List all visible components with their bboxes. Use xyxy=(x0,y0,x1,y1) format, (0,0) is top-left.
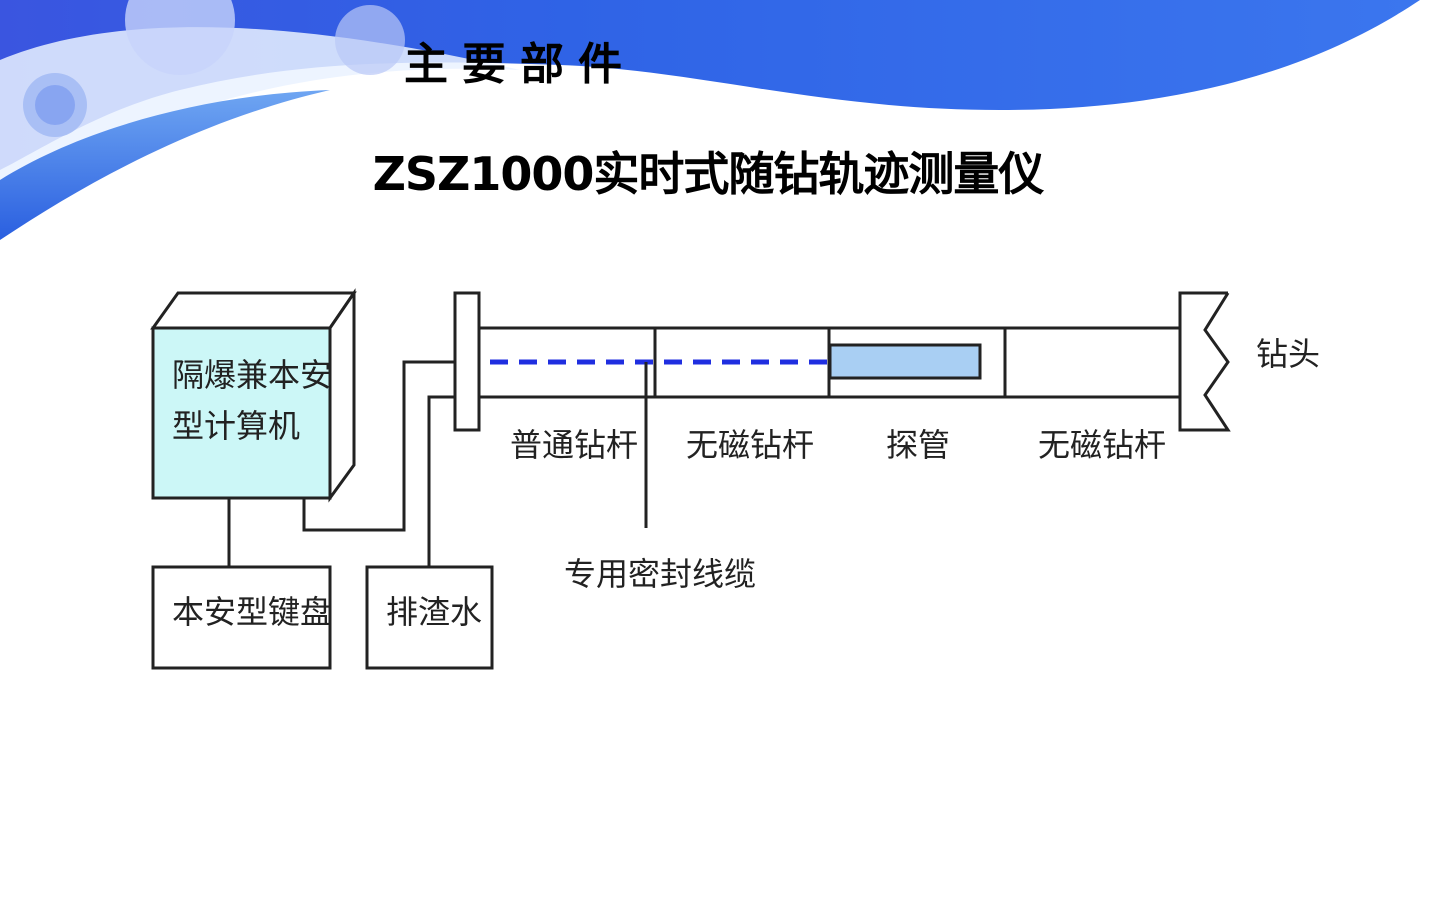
cable-label: 专用密封线缆 xyxy=(564,555,756,593)
keyboard-label: 本安型键盘 xyxy=(172,593,332,631)
drain-water-pipe xyxy=(427,395,455,567)
computer-box: 隔爆兼本安 型计算机 xyxy=(150,288,357,503)
drill-bit-shape xyxy=(1178,291,1231,432)
segment-label-normal-rod: 普通钻杆 xyxy=(510,426,638,464)
section-title: 主要部件 xyxy=(404,39,636,90)
computer-label-line2: 型计算机 xyxy=(172,407,300,445)
computer-cable xyxy=(302,360,455,532)
slide-subtitle: ZSZ1000实时式随钻轨迹测量仪 xyxy=(372,147,1045,201)
computer-label-line1: 隔爆兼本安 xyxy=(172,356,332,394)
segment-label-nonmagnetic-rod-2: 无磁钻杆 xyxy=(1038,426,1166,464)
keyboard-box: 本安型键盘 xyxy=(151,565,332,670)
drain-water-label: 排渣水 xyxy=(386,593,482,631)
segment-label-probe: 探管 xyxy=(886,426,950,464)
drill-bit-label: 钻头 xyxy=(1256,335,1320,373)
segment-label-nonmagnetic-rod-1: 无磁钻杆 xyxy=(686,426,814,464)
probe-tube xyxy=(828,343,982,380)
flange xyxy=(453,291,481,432)
drain-water-box: 排渣水 xyxy=(365,565,494,670)
drill-string xyxy=(479,326,1180,399)
